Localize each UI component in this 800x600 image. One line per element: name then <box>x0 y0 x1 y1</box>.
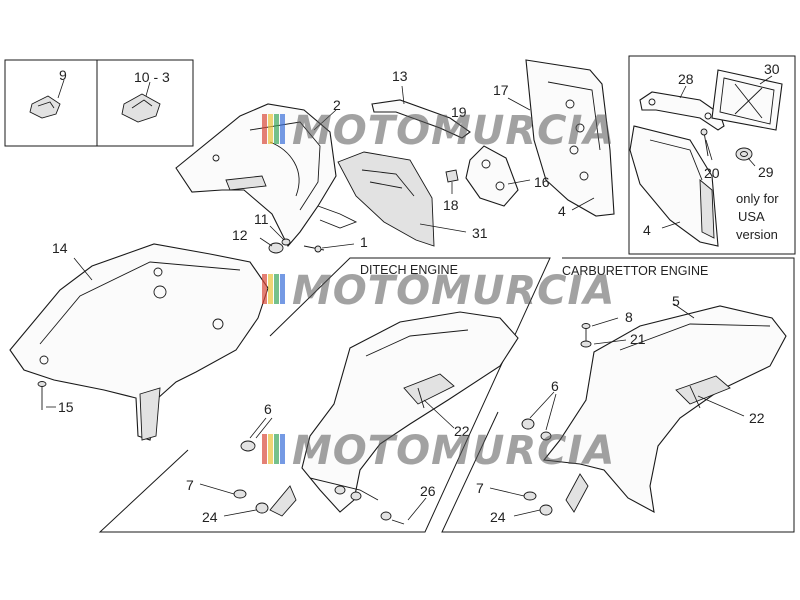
part-bracket <box>445 145 519 207</box>
callout-7-carb: 7 <box>476 480 484 496</box>
screw-15 <box>37 381 47 410</box>
clip-inset-boxes <box>4 59 194 147</box>
callout-4: 4 <box>558 203 566 219</box>
callout-19: 19 <box>451 104 467 120</box>
watermark-middle: MOTOMURCIA <box>262 268 615 314</box>
watermark-bottom: MOTOMURCIA <box>262 428 615 474</box>
callout-6-ditech: 6 <box>264 401 272 417</box>
callout-17: 17 <box>493 82 509 98</box>
section-hardware <box>233 323 701 525</box>
part-carburettor-fender <box>542 305 787 514</box>
callout-1: 1 <box>360 234 368 250</box>
callout-16: 16 <box>534 174 550 190</box>
watermark-text-middle: MOTOMURCIA <box>292 268 615 314</box>
watermark-top: MOTOMURCIA <box>262 108 615 154</box>
part-undertray <box>9 243 269 441</box>
callout-5: 5 <box>672 293 680 309</box>
part-ditech-fender <box>269 311 519 517</box>
callout-labels: 9 10 - 3 2 13 19 17 28 30 20 29 4 16 18 … <box>52 61 780 525</box>
callout-leaders <box>46 85 745 521</box>
part-upper-panel <box>175 103 358 247</box>
usa-inset-box <box>628 55 796 255</box>
watermark-text-bottom: MOTOMURCIA <box>292 428 615 474</box>
callout-14: 14 <box>52 240 68 256</box>
usa-note-line1: only for <box>736 191 779 206</box>
section-title-ditech: DITECH ENGINE <box>360 263 458 277</box>
callout-8: 8 <box>625 309 633 325</box>
callout-31: 31 <box>472 225 488 241</box>
callout-10-3: 10 - 3 <box>134 69 170 85</box>
callout-13: 13 <box>392 68 408 84</box>
callout-24-carb: 24 <box>490 509 506 525</box>
callout-29: 29 <box>758 164 774 180</box>
usa-note-line3: version <box>736 227 778 242</box>
callout-28: 28 <box>678 71 694 87</box>
part-rear-fender-top <box>525 59 615 217</box>
section-title-carburettor: CARBURETTOR ENGINE <box>562 264 708 278</box>
ditech-engine-frame <box>98 257 551 533</box>
callout-4-usa: 4 <box>643 222 651 238</box>
carburettor-engine-frame <box>441 257 795 533</box>
callout-6-carb: 6 <box>551 378 559 394</box>
callout-22-carb: 22 <box>749 410 765 426</box>
callout-26: 26 <box>420 483 436 499</box>
callout-21: 21 <box>630 331 646 347</box>
callout-18: 18 <box>443 197 459 213</box>
callout-7-ditech: 7 <box>186 477 194 493</box>
hardware-11-12-1 <box>268 238 325 254</box>
callout-30: 30 <box>764 61 780 77</box>
callout-11: 11 <box>254 211 269 227</box>
callout-20: 20 <box>704 165 720 181</box>
callout-12: 12 <box>232 227 248 243</box>
callout-24-ditech: 24 <box>202 509 218 525</box>
part-rail <box>371 99 471 139</box>
callout-2: 2 <box>333 97 341 113</box>
callout-15: 15 <box>58 399 74 415</box>
usa-note-line2: USA <box>738 209 765 224</box>
callout-22-ditech: 22 <box>454 423 470 439</box>
callout-9: 9 <box>59 67 67 83</box>
part-mud-flap <box>337 151 435 247</box>
watermark-text-top: MOTOMURCIA <box>292 108 615 154</box>
